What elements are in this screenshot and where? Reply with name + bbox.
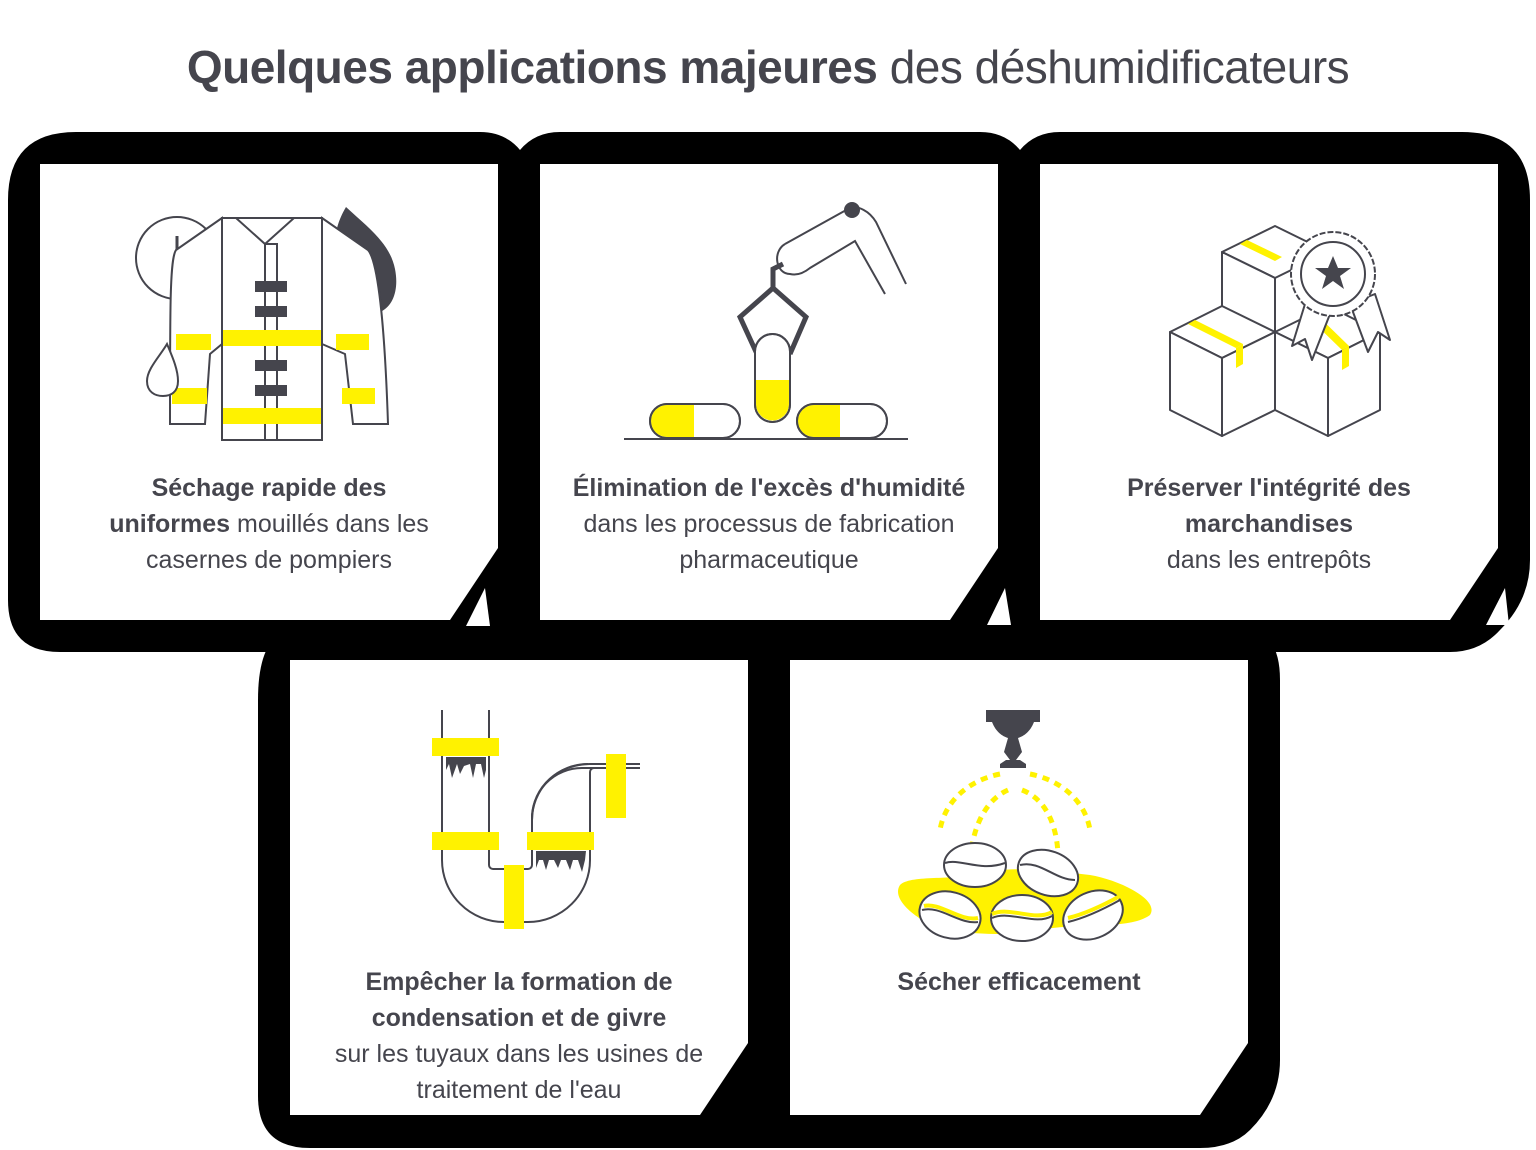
page-title: Quelques applications majeures des déshu…: [0, 40, 1536, 94]
caption-light-line: pharmaceutique: [679, 546, 859, 574]
title-light: des déshumidificateurs: [889, 41, 1350, 93]
card-caption: Élimination de l'excès d'humidité dans l…: [560, 470, 978, 578]
card-caption: Sécher efficacement: [810, 964, 1228, 1000]
boxes-award-icon: [1169, 225, 1391, 437]
caption-light-inline: mouillés dans les: [237, 510, 429, 538]
card-water-pipes: Empêcher la formation de condensation et…: [290, 660, 748, 1115]
card-warehouse: Préserver l'intégrité des marchandises d…: [1040, 164, 1498, 620]
caption-bold-line: Sécher efficacement: [897, 968, 1141, 996]
firefighter-jacket-icon: [135, 207, 397, 441]
caption-light-line: dans les processus de fabrication: [583, 510, 955, 538]
card-efficient-drying: Sécher efficacement: [790, 660, 1248, 1115]
caption-bold-line: Préserver l'intégrité des: [1127, 474, 1411, 502]
caption-bold-line: uniformes: [109, 510, 231, 538]
caption-light-line: traitement de l'eau: [416, 1076, 622, 1104]
caption-bold-line: condensation et de givre: [371, 1004, 667, 1032]
caption-bold-line: Empêcher la formation de: [365, 968, 673, 996]
card-caption: Préserver l'intégrité des marchandises d…: [1060, 470, 1478, 578]
caption-bold-line: marchandises: [1184, 510, 1354, 538]
title-bold: Quelques applications majeures: [186, 41, 878, 93]
robotic-arm-capsule-icon: [624, 202, 908, 440]
frozen-pipes-icon: [432, 710, 640, 929]
card-pharma: Élimination de l'excès d'humidité dans l…: [540, 164, 998, 620]
caption-bold-line: Élimination de l'excès d'humidité: [572, 474, 966, 502]
caption-bold-line: Séchage rapide des: [151, 474, 387, 502]
card-caption: Empêcher la formation de condensation et…: [310, 964, 728, 1108]
caption-light-line: sur les tuyaux dans les usines de: [334, 1040, 704, 1068]
sprinkler-coffee-beans-icon: [898, 710, 1152, 942]
card-fire-uniforms: Séchage rapide des uniformes mouillés da…: [40, 164, 498, 620]
card-caption: Séchage rapide des uniformes mouillés da…: [60, 470, 478, 578]
caption-light-line: dans les entrepôts: [1166, 546, 1372, 574]
caption-light-line: casernes de pompiers: [146, 546, 392, 574]
